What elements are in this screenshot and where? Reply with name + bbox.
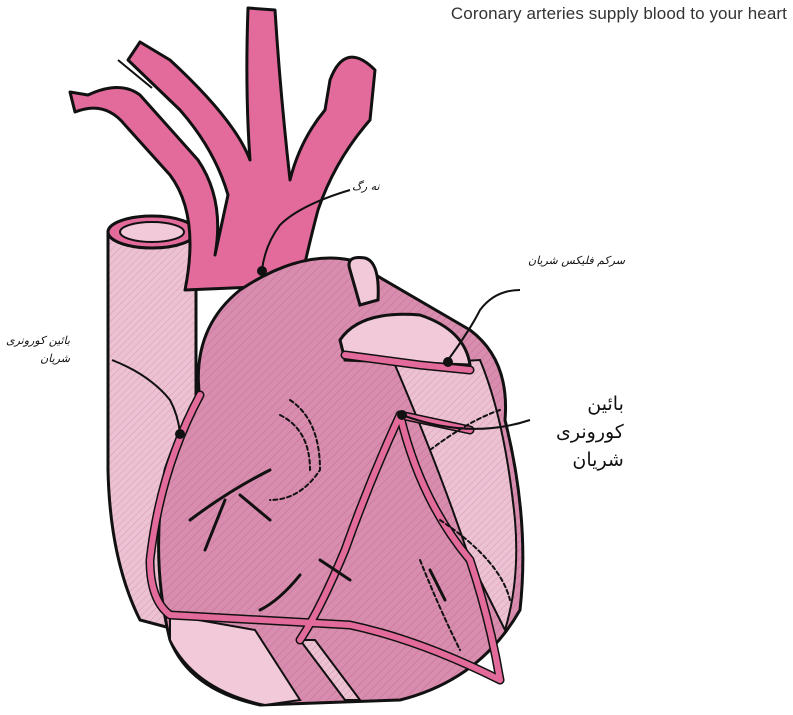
label-right-coronary-line2: شریان xyxy=(6,350,70,368)
label-circumflex-artery: سرکم فلیکس شریان xyxy=(528,254,625,267)
label-left-coronary-line3: شریان xyxy=(556,446,624,474)
label-left-coronary-line1: بائین xyxy=(556,390,624,418)
heart-body xyxy=(159,258,523,706)
label-left-coronary-line2: کورونری xyxy=(556,418,624,446)
label-right-coronary: بائین کورونری شریان xyxy=(6,332,70,368)
diagram-title: Coronary arteries supply blood to your h… xyxy=(451,4,787,24)
label-right-coronary-line1: بائین کورونری xyxy=(6,332,70,350)
label-aorta: نه رگ xyxy=(352,180,380,193)
label-left-coronary: بائین کورونری شریان xyxy=(556,390,624,474)
